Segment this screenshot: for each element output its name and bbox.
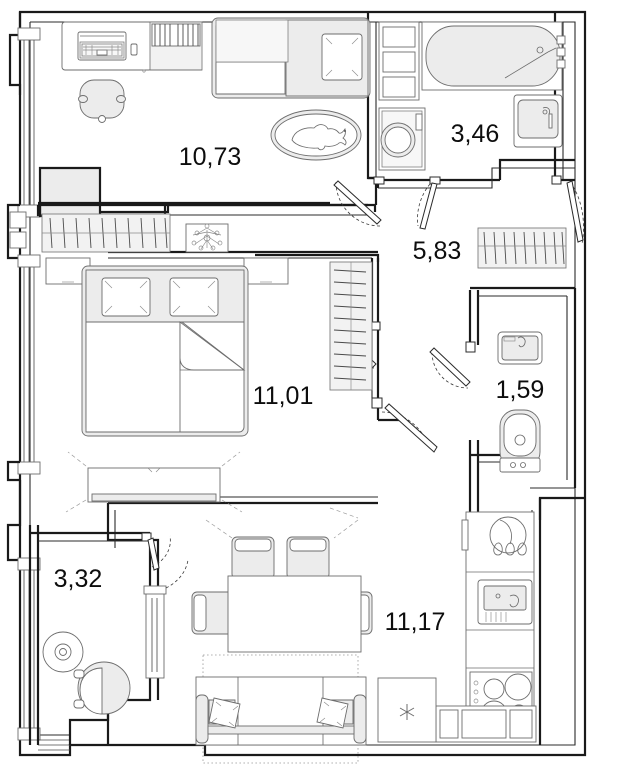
bedroom-furniture — [41, 213, 373, 513]
dish-rack — [461, 516, 527, 556]
window-left-middle — [6, 203, 41, 475]
laptop-icon — [81, 43, 123, 57]
balcony-furniture — [42, 532, 189, 715]
wardrobe-bedroom — [41, 213, 171, 253]
area-label-hall: 5,83 — [413, 237, 462, 265]
bedroom-wardrobe-right — [329, 261, 373, 391]
radiator-icon — [399, 704, 415, 720]
dining-set — [191, 536, 373, 653]
double-bed — [81, 265, 249, 437]
nightstand-right — [243, 257, 289, 285]
sofa — [195, 676, 367, 746]
area-label-balcony: 3,32 — [54, 565, 103, 593]
door-balcony[interactable] — [141, 532, 171, 571]
door-living[interactable] — [371, 397, 438, 453]
dining-chair-left — [191, 591, 235, 635]
armchair — [73, 661, 131, 715]
radiator-unit — [377, 677, 437, 743]
pet-rug — [270, 109, 362, 161]
wc-sink — [497, 331, 543, 365]
balcony-glass-door[interactable] — [143, 559, 189, 679]
desk-with-laptop — [61, 21, 153, 71]
door-bathroom-2[interactable] — [417, 176, 441, 230]
door-entry[interactable] — [551, 175, 584, 245]
office-chair — [78, 79, 126, 123]
toilet — [499, 409, 541, 473]
bathroom-fixtures — [378, 21, 566, 171]
tv-dresser — [65, 451, 243, 513]
area-label-kitchen-living: 11,17 — [385, 608, 446, 636]
wardrobe-wc — [477, 227, 567, 269]
sofa-cushion-right — [316, 697, 354, 729]
shelf-unit — [378, 21, 420, 101]
pillow-left — [101, 277, 151, 317]
dining-chair-top-left — [231, 536, 275, 580]
bathtub — [421, 21, 566, 91]
door-bathroom[interactable] — [333, 176, 385, 227]
pillow-right — [169, 277, 219, 317]
kitchen-units — [435, 511, 537, 743]
bathroom-sink — [513, 94, 563, 148]
wc-fixtures — [477, 227, 567, 473]
round-table — [42, 631, 84, 673]
door-wc[interactable] — [429, 341, 476, 389]
kitchen-sink — [477, 579, 533, 625]
area-label-bathroom: 3,46 — [451, 120, 500, 148]
area-label-bedroom: 11,01 — [253, 382, 314, 410]
dining-chair-top-right — [286, 536, 330, 580]
window-left-upper — [8, 12, 41, 218]
washing-machine — [378, 107, 426, 171]
base-cabinets — [435, 705, 537, 743]
area-labels: 10,73 3,46 5,83 11,01 1,59 3,32 11,17 — [54, 120, 545, 636]
living-furniture — [191, 507, 437, 764]
area-label-wc: 1,59 — [496, 376, 545, 404]
window-left-lower — [6, 460, 41, 741]
potted-plant — [185, 223, 229, 253]
sofa-cushion-left — [208, 697, 241, 729]
bookshelf — [142, 21, 203, 73]
single-bed — [211, 17, 371, 99]
window-balcony-bottom — [38, 739, 70, 751]
area-label-room-top-left: 10,73 — [179, 143, 242, 171]
